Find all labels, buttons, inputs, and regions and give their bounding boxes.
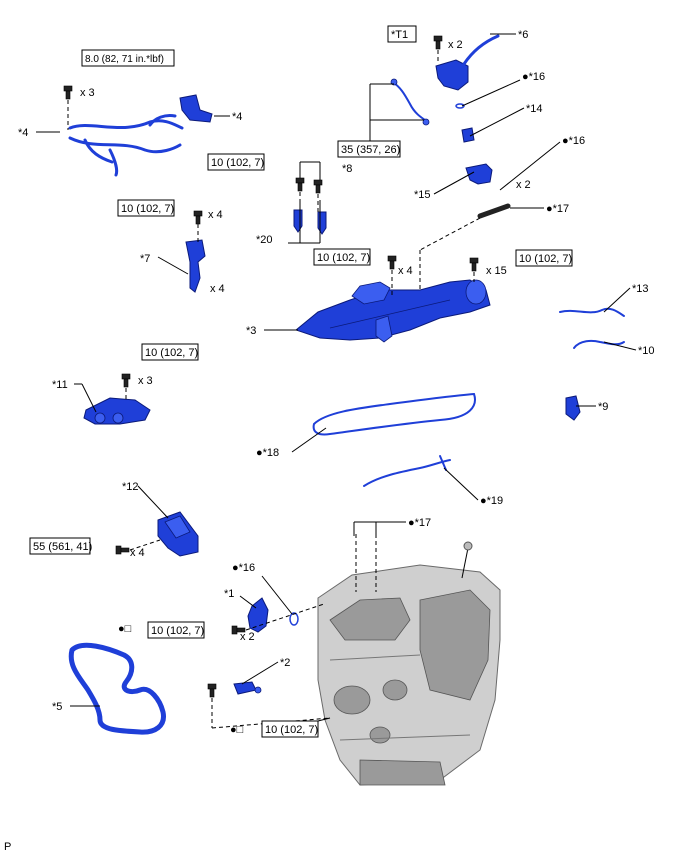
callout-4-right: *4 xyxy=(232,111,242,123)
torque-10-part-2: 10 (102, 7) xyxy=(265,724,318,736)
intake-manifold-part-3 xyxy=(294,279,491,343)
qty-x4-part-12: x 4 xyxy=(130,547,145,559)
callout-8: *8 xyxy=(342,163,352,175)
qty-x3-harness: x 3 xyxy=(80,87,95,99)
callout-t1-text: *T1 xyxy=(391,29,408,41)
o-rings-part-16 xyxy=(289,103,465,626)
hose-part-10 xyxy=(573,339,625,349)
callout-20: *20 xyxy=(256,234,273,246)
callout-2: *2 xyxy=(280,657,290,669)
callout-t1: *T1 xyxy=(387,25,417,43)
part-1 xyxy=(247,597,269,633)
callout-11: *11 xyxy=(52,379,68,391)
callout-3: *3 xyxy=(246,325,256,337)
torque-55: 55 (561, 41) xyxy=(33,541,92,553)
callout-4-left: *4 xyxy=(18,127,28,139)
ignition-coil-part-7 xyxy=(185,239,206,293)
qty-x3-part-11: x 3 xyxy=(138,375,153,387)
part-9 xyxy=(565,395,581,421)
callout-17-bottom: ●*17 xyxy=(408,517,431,529)
callout-18: ●*18 xyxy=(256,447,279,459)
callout-19: ●*19 xyxy=(480,495,503,507)
callout-1: *1 xyxy=(224,588,234,600)
torque-10-part-11: 10 (102, 7) xyxy=(145,347,198,359)
callout-10: *10 xyxy=(638,345,655,357)
injectors-part-20 xyxy=(293,209,327,235)
part-11 xyxy=(83,397,151,425)
callout-14: *14 xyxy=(526,103,543,115)
callout-16-top: ●*16 xyxy=(522,71,545,83)
callout-16-bottom: ●*16 xyxy=(232,562,255,574)
torque-10-injectors: 10 (102, 7) xyxy=(211,157,264,169)
callout-12: *12 xyxy=(122,481,139,493)
sensor-part-2 xyxy=(233,681,262,695)
bracket-part-4 xyxy=(179,94,213,123)
part-15 xyxy=(465,163,493,185)
drive-belt-part-5 xyxy=(68,642,166,735)
qty-x4-coils: x 4 xyxy=(210,283,225,295)
qty-x15-manifold: x 15 xyxy=(486,265,507,277)
gasket-part-18 xyxy=(312,392,476,436)
torque-8-0: 8.0 (82, 71 in.*lbf) xyxy=(85,54,164,65)
callout-16-mid: ●*16 xyxy=(562,135,585,147)
part-14 xyxy=(461,127,475,143)
corner-mark: P xyxy=(4,841,11,852)
leader-lines xyxy=(36,33,637,735)
torque-10-manifold-left: 10 (102, 7) xyxy=(317,252,370,264)
pipe-part-8 xyxy=(390,78,430,126)
bolts xyxy=(63,35,479,698)
torque-35: 35 (357, 26) xyxy=(341,144,400,156)
torque-10-part-1: 10 (102, 7) xyxy=(151,625,204,637)
callout-17-top: ●*17 xyxy=(546,203,569,215)
bracket-part-12 xyxy=(157,511,199,557)
callout-5: *5 xyxy=(52,701,62,713)
gasket-part-19 xyxy=(363,455,451,487)
callout-6: *6 xyxy=(518,29,528,41)
callout-dot-box-upper: ●□ xyxy=(118,623,132,635)
hose-part-13 xyxy=(559,307,625,317)
callout-labels: *T1 *4 *4 *7 *11 *12 *5 *1 *2 *3 *20 *8 … xyxy=(18,25,655,736)
callout-15: *15 xyxy=(414,189,431,201)
qty-x4-coil-bolts: x 4 xyxy=(208,209,223,221)
qty-x2-t1: x 2 xyxy=(448,39,463,51)
torque-10-coil: 10 (102, 7) xyxy=(121,203,174,215)
callout-13: *13 xyxy=(632,283,649,295)
callout-9: *9 xyxy=(598,401,608,413)
wire-harness-part-4 xyxy=(68,114,184,177)
part-6 xyxy=(435,34,500,91)
torque-specs: 8.0 (82, 71 in.*lbf) 35 (357, 26) 10 (10… xyxy=(29,49,573,738)
qty-x2-part-16: x 2 xyxy=(516,179,531,191)
callout-7: *7 xyxy=(140,253,150,265)
qty-x2-part-1: x 2 xyxy=(240,631,255,643)
callout-dot-box-lower: ●□ xyxy=(230,724,244,736)
quantity-labels: x 3 x 4 x 4 x 3 x 4 x 2 x 2 x 2 x 4 x 15 xyxy=(80,39,531,643)
part-17-upper xyxy=(477,203,511,219)
qty-x4-manifold: x 4 xyxy=(398,265,413,277)
torque-10-manifold-right: 10 (102, 7) xyxy=(519,253,572,265)
engine-assembly xyxy=(317,541,501,786)
